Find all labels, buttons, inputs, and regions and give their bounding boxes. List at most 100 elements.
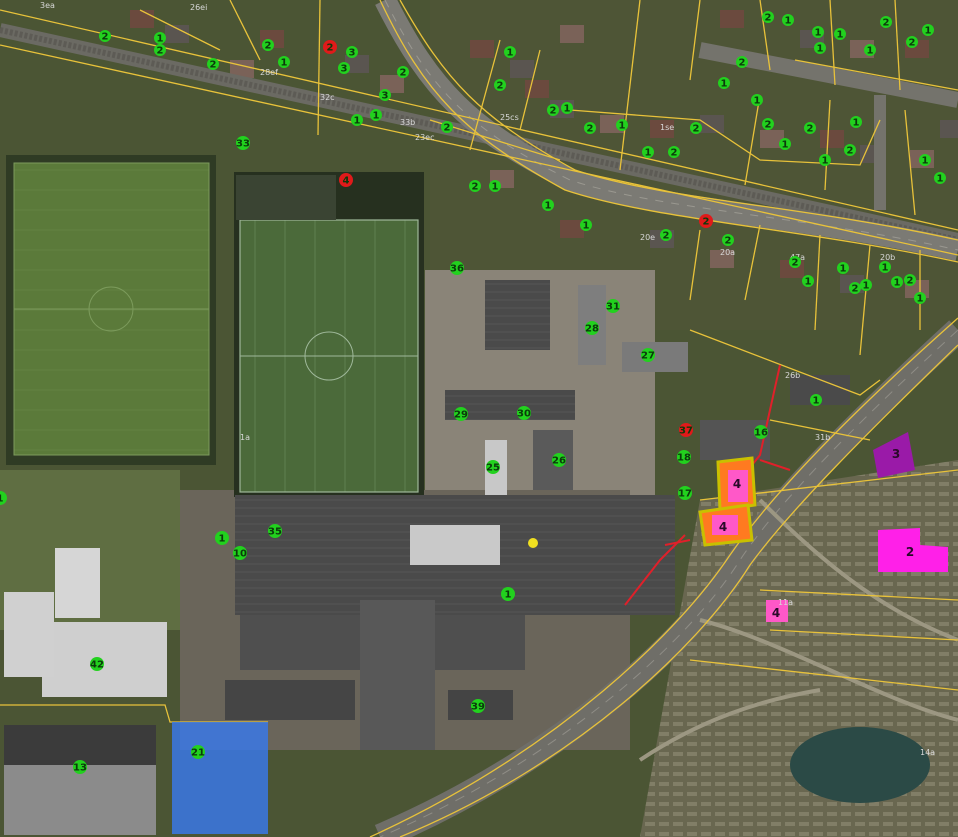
house [700,115,724,133]
green-marker[interactable]: 3 [379,89,391,102]
green-marker[interactable]: 1 [864,44,876,57]
svg-text:2: 2 [765,13,772,24]
green-marker[interactable]: 2 [789,256,801,269]
yellow-point[interactable] [528,538,538,548]
green-marker[interactable]: 1 [837,262,849,275]
house [710,250,734,268]
svg-text:1: 1 [505,590,512,601]
green-marker[interactable]: 1 [718,77,730,90]
green-marker[interactable]: 2 [584,122,596,135]
green-marker[interactable]: 2 [844,144,856,157]
green-marker[interactable]: 2 [397,66,409,79]
numbered-marker[interactable]: 26 [552,453,566,467]
numbered-marker[interactable]: 29 [454,407,468,421]
green-marker[interactable]: 2 [904,274,916,287]
green-marker[interactable]: 1 [810,394,822,407]
green-marker[interactable]: 1 [819,154,831,167]
green-marker[interactable]: 1 [489,180,501,193]
svg-text:3: 3 [349,48,356,59]
green-marker[interactable]: 2 [207,58,219,71]
numbered-marker[interactable]: 18 [677,450,691,464]
svg-text:1: 1 [619,121,626,132]
numbered-marker[interactable]: 1 [501,587,515,601]
green-marker[interactable]: 2 [262,39,274,52]
svg-text:2: 2 [883,18,890,29]
green-marker[interactable]: 1 [860,279,872,292]
green-marker[interactable]: 2 [154,44,166,57]
green-marker[interactable]: 1 [879,261,891,274]
numbered-marker[interactable]: 28 [585,321,599,335]
green-marker[interactable]: 1 [561,102,573,115]
numbered-marker[interactable]: 10 [233,546,247,560]
house [560,25,584,43]
green-marker[interactable]: 3 [346,46,358,59]
green-marker[interactable]: 1 [642,146,654,159]
green-marker[interactable]: 1 [751,94,763,107]
green-marker[interactable]: 1 [919,154,931,167]
green-marker[interactable]: 1 [834,28,846,41]
green-marker[interactable]: 2 [906,36,918,49]
numbered-marker[interactable]: 16 [754,425,768,439]
green-marker[interactable]: 1 [782,14,794,27]
green-marker[interactable]: 2 [547,104,559,117]
green-marker[interactable]: 2 [99,30,111,43]
numbered-marker[interactable]: 30 [517,406,531,420]
green-marker[interactable]: 1 [580,219,592,232]
green-marker[interactable]: 2 [849,282,861,295]
numbered-marker[interactable]: 36 [450,261,464,275]
red-marker[interactable]: 4 [339,173,353,187]
green-marker[interactable]: 2 [494,79,506,92]
svg-text:27: 27 [641,351,655,362]
numbered-marker[interactable]: 42 [90,657,104,671]
green-marker[interactable]: 1 [154,32,166,45]
green-marker[interactable]: 1 [891,276,903,289]
numbered-marker[interactable]: 31 [606,299,620,313]
numbered-marker[interactable]: 33 [236,136,250,150]
green-marker[interactable]: 2 [762,118,774,131]
green-marker[interactable]: 1 [504,46,516,59]
green-marker[interactable]: 1 [278,56,290,69]
numbered-marker[interactable]: 1 [0,491,7,505]
green-marker[interactable]: 1 [850,116,862,129]
green-marker[interactable]: 2 [690,122,702,135]
numbered-marker[interactable]: 39 [471,699,485,713]
green-marker[interactable]: 1 [542,199,554,212]
svg-text:2: 2 [765,120,772,131]
red-marker[interactable]: 2 [699,214,713,228]
svg-text:1: 1 [754,96,761,107]
numbered-marker[interactable]: 13 [73,760,87,774]
green-marker[interactable]: 2 [441,121,453,134]
red-marker[interactable]: 2 [323,40,337,54]
house [130,10,154,28]
numbered-marker[interactable]: 27 [641,348,655,362]
numbered-marker[interactable]: 25 [486,460,500,474]
numbered-marker[interactable]: 17 [678,486,692,500]
green-marker[interactable]: 2 [804,122,816,135]
numbered-marker[interactable]: 35 [268,524,282,538]
green-marker[interactable]: 1 [814,42,826,55]
numbered-marker[interactable]: 21 [191,745,205,759]
green-marker[interactable]: 1 [812,26,824,39]
green-marker[interactable]: 1 [922,24,934,37]
numbered-marker[interactable]: 1 [215,531,229,545]
green-marker[interactable]: 1 [370,109,382,122]
green-marker[interactable]: 1 [914,292,926,305]
green-marker[interactable]: 2 [736,56,748,69]
svg-text:31: 31 [606,302,620,313]
green-marker[interactable]: 1 [779,138,791,151]
green-marker[interactable]: 2 [668,146,680,159]
green-marker[interactable]: 2 [762,11,774,24]
green-marker[interactable]: 2 [660,229,672,242]
green-marker[interactable]: 1 [802,275,814,288]
green-marker[interactable]: 2 [722,234,734,247]
green-marker[interactable]: 2 [469,180,481,193]
green-marker[interactable]: 2 [880,16,892,29]
green-marker[interactable]: 1 [616,119,628,132]
red-marker[interactable]: 37 [679,423,693,437]
green-marker[interactable]: 3 [338,62,350,75]
green-marker[interactable]: 1 [351,114,363,127]
green-marker[interactable]: 1 [934,172,946,185]
